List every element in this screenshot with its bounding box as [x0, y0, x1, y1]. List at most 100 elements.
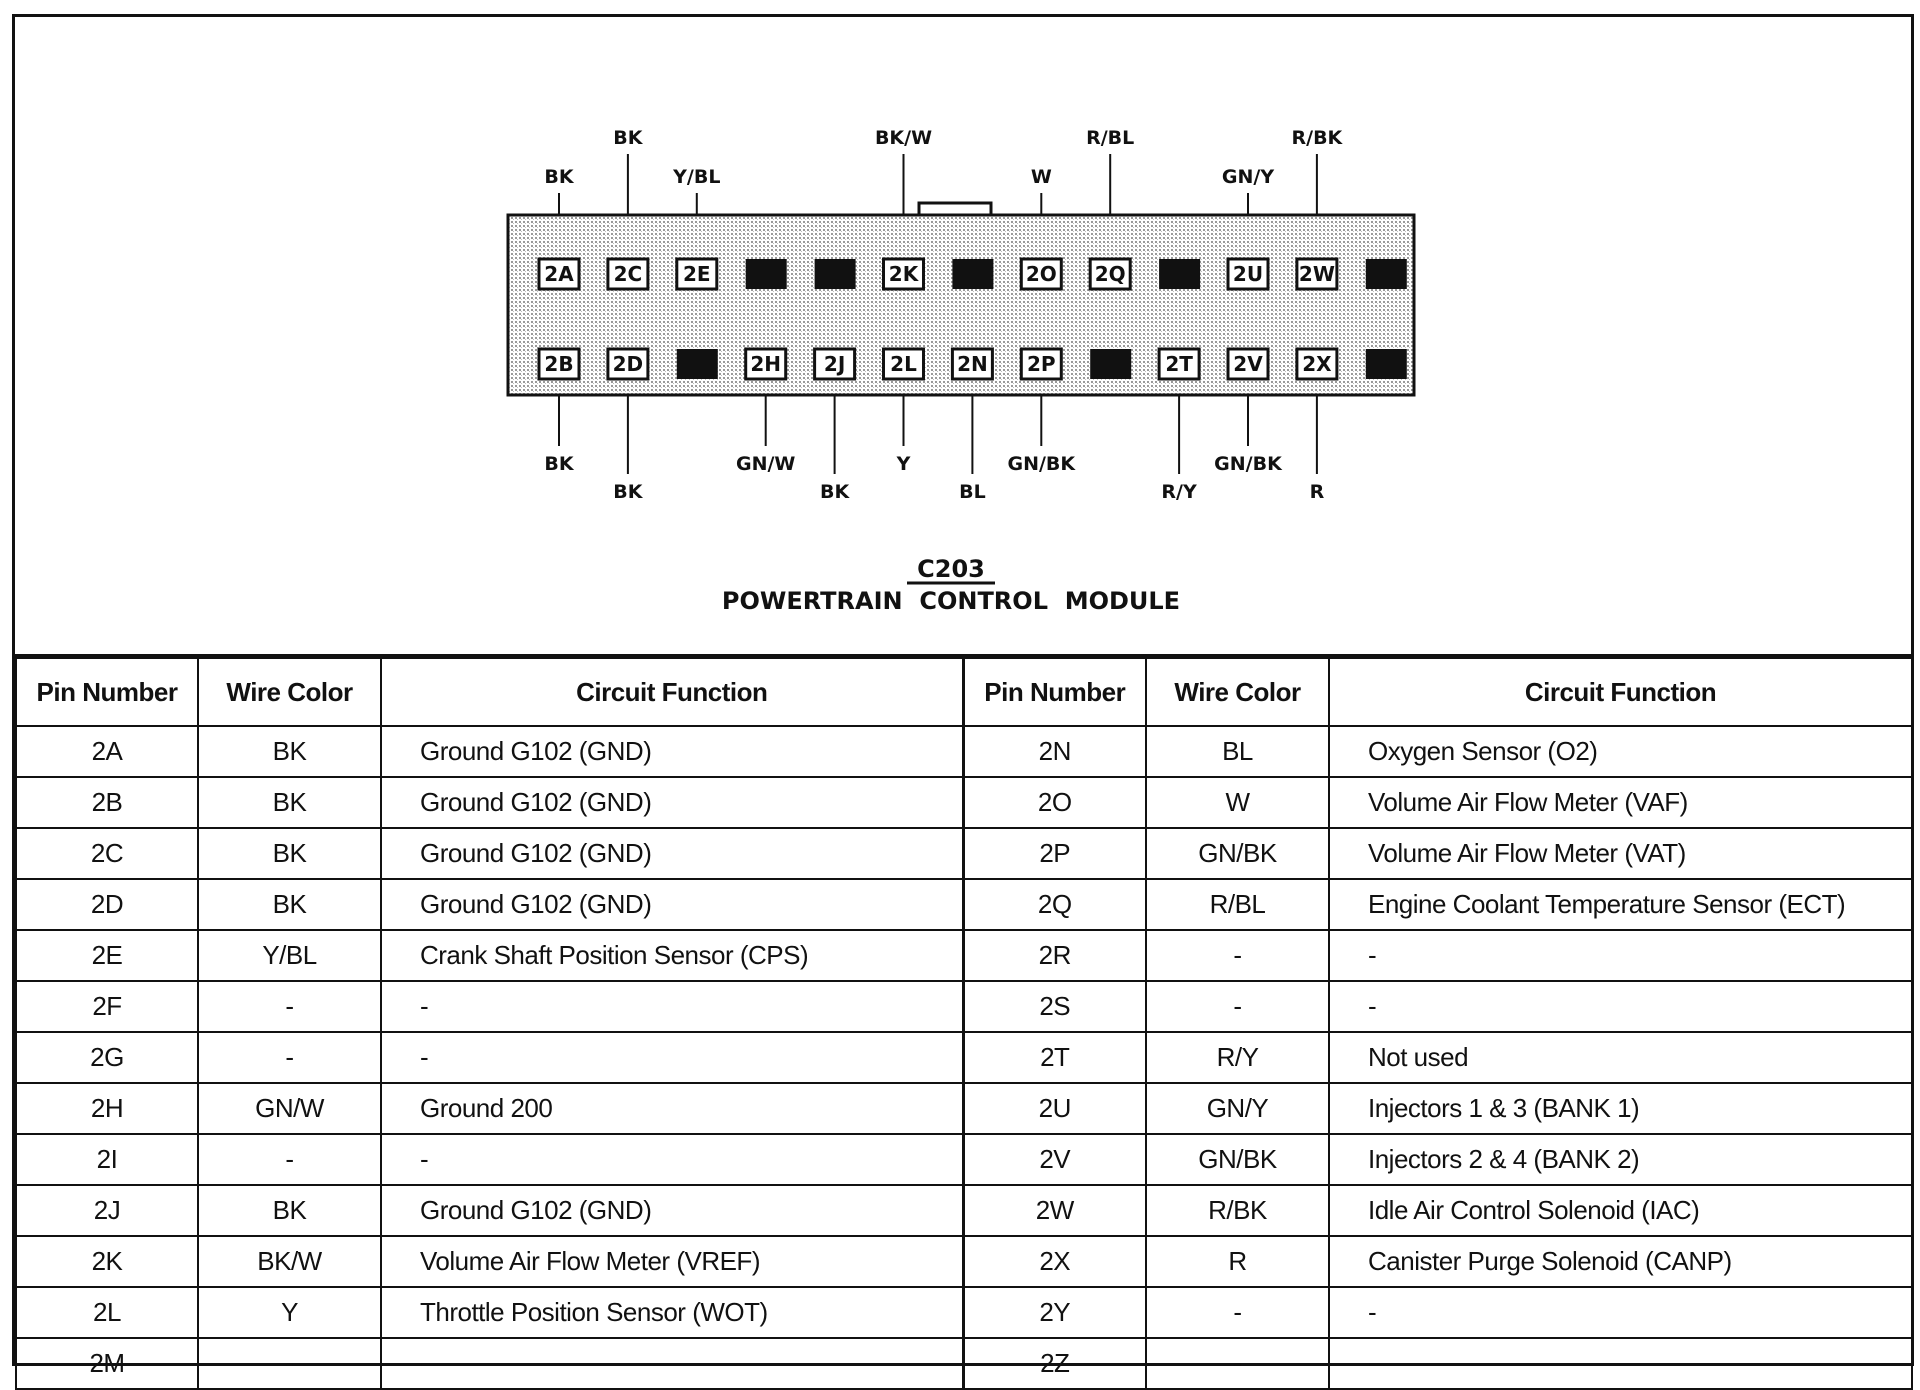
connector-name: POWERTRAIN CONTROL MODULE — [722, 587, 1180, 615]
pin-cavity — [1088, 257, 1132, 291]
wire-color-cell: BK — [197, 1184, 382, 1237]
blank-cavity — [1365, 259, 1407, 289]
header-pin-number-left: Pin Number — [15, 657, 199, 727]
wire-color-cell: GN/Y — [1145, 1082, 1330, 1135]
wire-color-cell: - — [197, 1031, 382, 1084]
blank-cavity — [1365, 349, 1407, 379]
pin-label: 2B — [544, 352, 573, 376]
circuit-function-cell: Ground G102 (GND) — [380, 1184, 964, 1237]
wire-color-label: BK — [544, 166, 574, 188]
pin-cavity — [537, 257, 581, 291]
connector-face: BKBKY/BLBK/WWR/BLGN/YR/BKBKBKGN/WBKYBLGN… — [506, 127, 1416, 615]
wire-color-label: BL — [959, 481, 986, 503]
circuit-function-cell: Idle Air Control Solenoid (IAC) — [1328, 1184, 1913, 1237]
circuit-function-cell: - — [380, 1031, 964, 1084]
pin-cavity — [813, 347, 857, 381]
wire-color-label: R/Y — [1161, 481, 1197, 503]
pin-number-cell: 2T — [961, 1031, 1147, 1084]
pin-number-cell: 2R — [961, 929, 1147, 982]
wire-color-cell: - — [1145, 980, 1330, 1033]
wire-color-cell: - — [1145, 1286, 1330, 1339]
wire-color-label: GN/W — [736, 453, 795, 475]
wire-color-cell: R — [1145, 1235, 1330, 1288]
pin-number-cell: 2A — [15, 725, 199, 778]
wire-color-label: GN/BK — [1214, 453, 1283, 475]
header-circuit-function-left: Circuit Function — [380, 657, 964, 727]
wire-color-cell: R/BL — [1145, 878, 1330, 931]
table-row: 2M--2Z-- — [15, 1337, 1913, 1390]
pin-cavity — [1295, 257, 1339, 291]
blank-cavity — [1090, 349, 1132, 379]
pin-number-cell: 2S — [961, 980, 1147, 1033]
pin-cavity — [1019, 347, 1063, 381]
pin-number-cell: 2J — [15, 1184, 199, 1237]
pin-cavity — [1226, 347, 1270, 381]
wire-color-cell: R/Y — [1145, 1031, 1330, 1084]
table-row: 2F--2S-- — [15, 980, 1913, 1033]
pin-number-cell: 2H — [15, 1082, 199, 1135]
pin-label: 2O — [1026, 262, 1057, 286]
pin-label: 2K — [889, 262, 920, 286]
circuit-function-cell: - — [1328, 1286, 1913, 1339]
wire-color-label: Y/BL — [672, 166, 720, 188]
wire-color-cell: - — [1145, 929, 1330, 982]
circuit-function-cell: Throttle Position Sensor (WOT) — [380, 1286, 964, 1339]
circuit-function-cell: - — [1328, 980, 1913, 1033]
wire-color-label: Y — [896, 453, 911, 475]
pin-cavity — [537, 347, 581, 381]
wire-color-label: BK — [613, 127, 643, 149]
wire-color-cell: Y — [197, 1286, 382, 1339]
pin-number-cell: 2K — [15, 1235, 199, 1288]
pin-number-cell: 2W — [961, 1184, 1147, 1237]
pin-cavity — [744, 347, 788, 381]
header-wire-color-right: Wire Color — [1145, 657, 1330, 727]
pin-cavity — [1019, 257, 1063, 291]
pin-number-cell: 2D — [15, 878, 199, 931]
circuit-function-cell: Ground 200 — [380, 1082, 964, 1135]
circuit-function-cell: Ground G102 (GND) — [380, 827, 964, 880]
circuit-function-cell: Oxygen Sensor (O2) — [1328, 725, 1913, 778]
wire-color-cell: GN/BK — [1145, 827, 1330, 880]
circuit-function-cell: - — [380, 980, 964, 1033]
circuit-function-cell: Volume Air Flow Meter (VAF) — [1328, 776, 1913, 829]
pin-number-cell: 2G — [15, 1031, 199, 1084]
wire-color-cell: BK — [197, 827, 382, 880]
wire-color-cell: - — [197, 1133, 382, 1186]
wire-color-label: BK — [544, 453, 574, 475]
circuit-function-cell: Engine Coolant Temperature Sensor (ECT) — [1328, 878, 1913, 931]
header-pin-number-right: Pin Number — [961, 657, 1147, 727]
blank-cavity — [1159, 259, 1201, 289]
pin-label: 2A — [544, 262, 574, 286]
circuit-function-cell: - — [1328, 929, 1913, 982]
circuit-function-cell: - — [380, 1133, 964, 1186]
wire-color-label: GN/BK — [1007, 453, 1076, 475]
pin-label: 2C — [614, 262, 643, 286]
pin-number-cell: 2B — [15, 776, 199, 829]
circuit-function-cell: - — [1328, 1337, 1913, 1390]
wire-color-cell: - — [197, 1337, 382, 1390]
pin-label: 2U — [1233, 262, 1263, 286]
wire-color-label: BK/W — [875, 127, 932, 149]
pin-label: 2L — [890, 352, 917, 376]
circuit-function-cell: - — [380, 1337, 964, 1390]
pin-label: 2Q — [1095, 262, 1126, 286]
pin-label: 2T — [1165, 352, 1193, 376]
circuit-function-cell: Ground G102 (GND) — [380, 725, 964, 778]
pin-cavity — [606, 347, 650, 381]
circuit-function-cell: Ground G102 (GND) — [380, 878, 964, 931]
pin-cavity — [606, 257, 650, 291]
wire-color-cell: BK — [197, 725, 382, 778]
header-wire-color-left: Wire Color — [197, 657, 382, 727]
pin-cavity — [950, 347, 994, 381]
wire-color-cell: BK/W — [197, 1235, 382, 1288]
connector-id: C203 — [917, 555, 985, 583]
